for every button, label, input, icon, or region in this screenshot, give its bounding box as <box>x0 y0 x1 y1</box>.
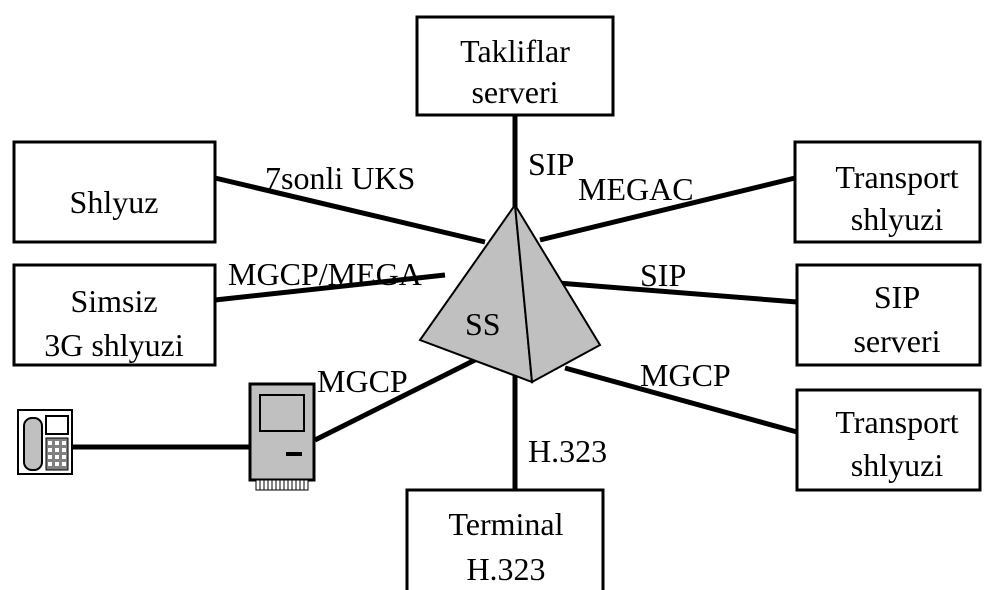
transport-gateway-top-line2: shlyuzi <box>851 201 944 237</box>
node-terminal: Terminal H.323 <box>405 488 605 590</box>
wireless-gateway-line2: 3G shlyuzi <box>44 327 184 363</box>
transport-gateway-bottom-line1: Transport <box>835 404 958 440</box>
terminal-line1: Terminal <box>448 506 563 542</box>
node-gateway: Shlyuz <box>12 140 217 244</box>
telephone-icon <box>17 409 73 475</box>
node-wireless-gateway: Simsiz 3G shlyuzi <box>12 263 217 367</box>
offers-server-line1: Takliflar <box>460 33 570 69</box>
label-link-offers-server: SIP <box>528 146 574 182</box>
link-transport-gateway-bottom <box>564 365 798 435</box>
label-link-sip-server: SIP <box>640 257 686 293</box>
computer-icon <box>248 382 316 491</box>
pyramid-right-face <box>514 204 602 384</box>
node-sip-server: SIP serveri <box>795 263 982 367</box>
label-link-wireless-gateway: MGCP/MEGA <box>228 256 422 292</box>
transport-gateway-bottom-line2: shlyuzi <box>851 447 944 483</box>
node-transport-gateway-bottom: Transport shlyuzi <box>795 388 982 492</box>
label-link-transport-gateway-bottom: MGCP <box>640 357 731 393</box>
transport-gateway-top-line1: Transport <box>835 159 958 195</box>
link-gateway <box>214 175 486 245</box>
terminal-line2: H.323 <box>466 551 545 587</box>
link-transport-gateway-top <box>539 175 796 243</box>
label-link-transport-gateway-top: MEGAC <box>578 171 694 207</box>
node-transport-gateway-top: Transport shlyuzi <box>793 140 982 244</box>
softswitch-label: SS <box>465 306 501 342</box>
offers-server-line2: serveri <box>471 74 558 110</box>
links <box>72 115 798 490</box>
label-link-terminal: H.323 <box>528 433 607 469</box>
softswitch-pyramid: SS <box>418 202 602 384</box>
label-link-gateway: 7sonli UKS <box>265 160 415 196</box>
gateway-line1: Shlyuz <box>70 184 159 220</box>
wireless-gateway-line1: Simsiz <box>70 283 157 319</box>
link-wireless-gateway <box>214 272 446 303</box>
node-offers-server: Takliflar serveri <box>415 15 615 117</box>
link-sip-server <box>557 280 798 305</box>
link-labels: SIP 7sonli UKS MEGAC MGCP/MEGA SIP MGCP … <box>228 146 731 469</box>
link-access-device <box>313 357 477 443</box>
sip-server-line2: serveri <box>853 323 940 359</box>
sip-server-line1: SIP <box>874 279 920 315</box>
label-link-access-device: MGCP <box>317 363 408 399</box>
